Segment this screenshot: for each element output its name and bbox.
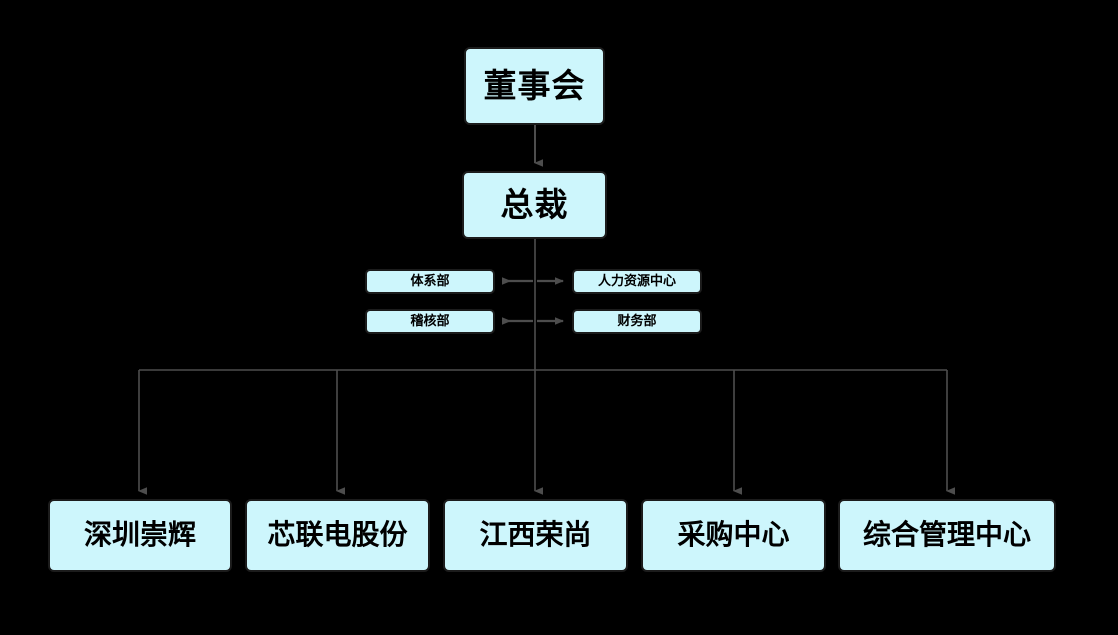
node-unit-shenzhen-chonghui[interactable]: 深圳崇辉 — [48, 499, 232, 572]
node-unit-xinliandian-shares[interactable]: 芯联电股份 — [245, 499, 430, 572]
node-unit-shenzhen-chonghui-label: 深圳崇辉 — [83, 519, 196, 551]
node-staff-system-dept[interactable]: 体系部 — [365, 269, 495, 294]
node-president-label: 总裁 — [500, 185, 569, 223]
node-unit-jiangxi-rongshang-label: 江西荣尚 — [479, 519, 592, 551]
node-staff-audit-dept-label: 稽核部 — [410, 313, 450, 329]
node-staff-audit-dept[interactable]: 稽核部 — [365, 309, 495, 334]
node-unit-jiangxi-rongshang[interactable]: 江西荣尚 — [443, 499, 628, 572]
node-staff-hr-center[interactable]: 人力资源中心 — [572, 269, 702, 294]
node-unit-general-management-center[interactable]: 综合管理中心 — [838, 499, 1056, 572]
node-unit-procurement-center-label: 采购中心 — [677, 519, 790, 551]
node-staff-finance-dept[interactable]: 财务部 — [572, 309, 702, 334]
node-president[interactable]: 总裁 — [462, 171, 607, 239]
node-board[interactable]: 董事会 — [464, 47, 605, 125]
node-unit-procurement-center[interactable]: 采购中心 — [641, 499, 826, 572]
node-staff-finance-dept-label: 财务部 — [617, 313, 657, 329]
node-unit-general-management-center-label: 综合管理中心 — [862, 519, 1031, 551]
node-unit-xinliandian-shares-label: 芯联电股份 — [267, 519, 408, 551]
node-staff-system-dept-label: 体系部 — [410, 273, 450, 289]
node-board-label: 董事会 — [483, 66, 586, 104]
node-staff-hr-center-label: 人力资源中心 — [597, 273, 676, 289]
